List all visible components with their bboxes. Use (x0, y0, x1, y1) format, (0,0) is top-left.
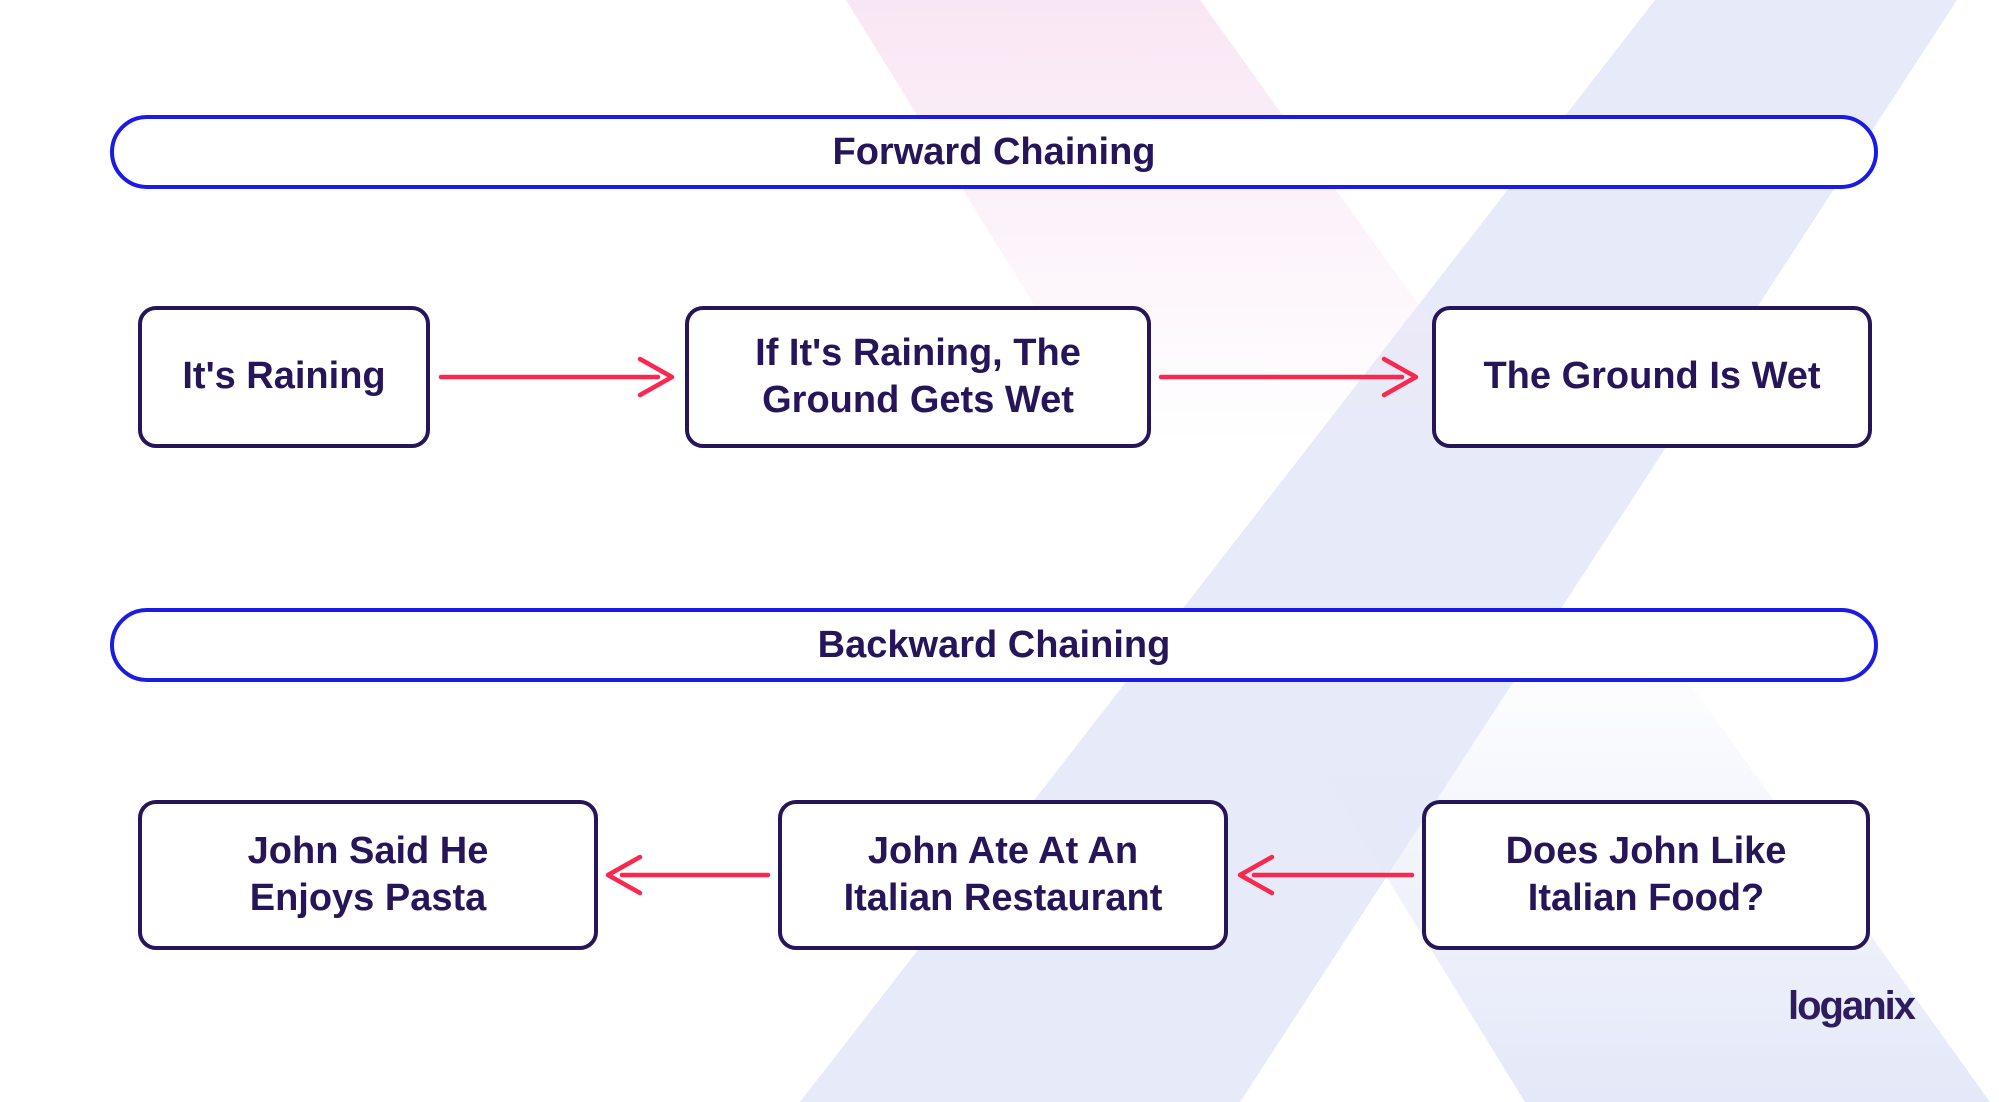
backward-chaining-title: Backward Chaining (817, 623, 1171, 666)
arrow-left-icon (1237, 854, 1415, 896)
arrow-left-icon (605, 854, 771, 896)
forward-node-3-label: The Ground Is Wet (1483, 355, 1821, 398)
forward-node-1-label: It's Raining (182, 355, 386, 398)
backward-node-1-label: John Said He Enjoys Pasta (247, 829, 489, 919)
backward-node-1: John Said He Enjoys Pasta (138, 800, 598, 950)
forward-node-1: It's Raining (138, 306, 430, 448)
arrow-right-icon (438, 356, 675, 398)
backward-node-2-label: John Ate At An Italian Restaurant (843, 829, 1163, 919)
arrow-right-icon (1158, 356, 1419, 398)
backward-node-2: John Ate At An Italian Restaurant (778, 800, 1228, 950)
loganix-logo: loganix (1788, 984, 1916, 1028)
backward-node-3-label: Does John Like Italian Food? (1505, 829, 1787, 919)
backward-node-3: Does John Like Italian Food? (1422, 800, 1870, 950)
forward-node-3: The Ground Is Wet (1432, 306, 1872, 448)
forward-node-2: If It's Raining, The Ground Gets Wet (685, 306, 1151, 448)
forward-node-2-label: If It's Raining, The Ground Gets Wet (755, 331, 1081, 421)
forward-chaining-header: Forward Chaining (110, 115, 1878, 189)
backward-chaining-header: Backward Chaining (110, 608, 1878, 682)
forward-chaining-title: Forward Chaining (832, 130, 1156, 173)
